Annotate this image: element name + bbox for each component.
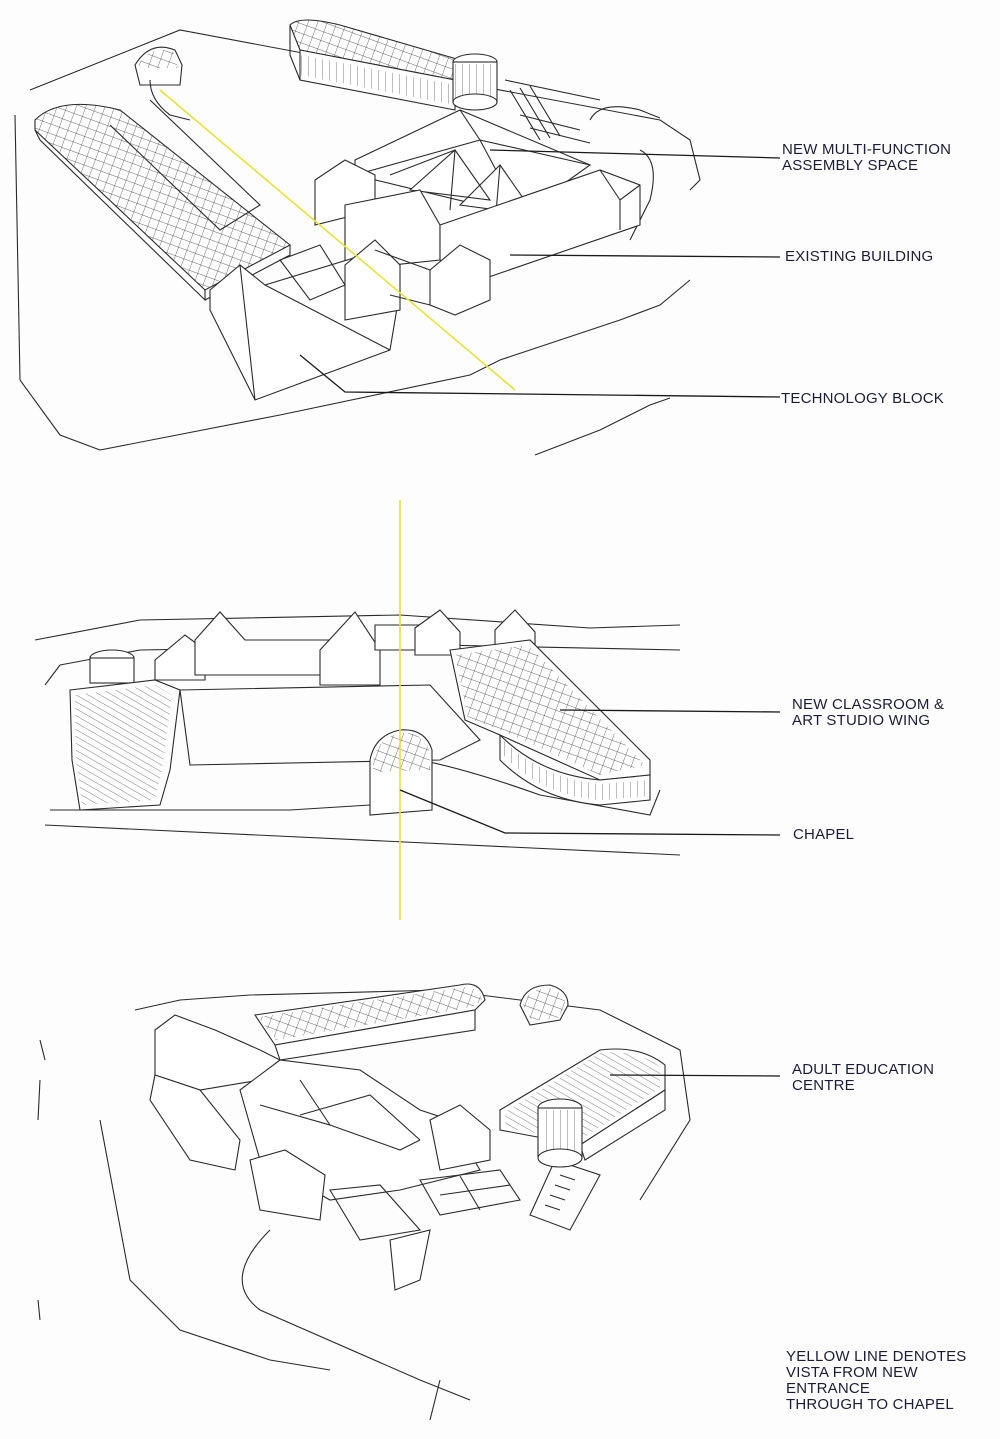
site-boundary-3 [134,989,691,1201]
label-chapel: CHAPEL [793,826,855,843]
label-classroom-wing: NEW CLASSROOM & ART STUDIO WING [792,696,945,729]
view-2-axonometric [34,500,781,920]
site-boundary-1 [29,29,701,191]
leader-chapel [399,789,781,836]
legend-vista-note: YELLOW LINE DENOTES VISTA FROM NEW ENTRA… [786,1348,967,1413]
leader-technology [299,354,781,398]
view-3-axonometric [37,983,781,1421]
leader-assembly [489,149,781,159]
label-existing-building: EXISTING BUILDING [785,248,934,265]
leader-classroom [559,709,781,713]
label-technology-block: TECHNOLOGY BLOCK [781,390,944,407]
vista-line-1 [159,89,516,391]
leader-existing [509,254,781,258]
leader-adult [609,1074,781,1077]
view-1-axonometric [14,19,781,456]
label-assembly-space: NEW MULTI-FUNCTION ASSEMBLY SPACE [782,141,952,174]
label-adult-education: ADULT EDUCATION CENTRE [792,1061,935,1094]
parking-3 [419,1169,521,1216]
